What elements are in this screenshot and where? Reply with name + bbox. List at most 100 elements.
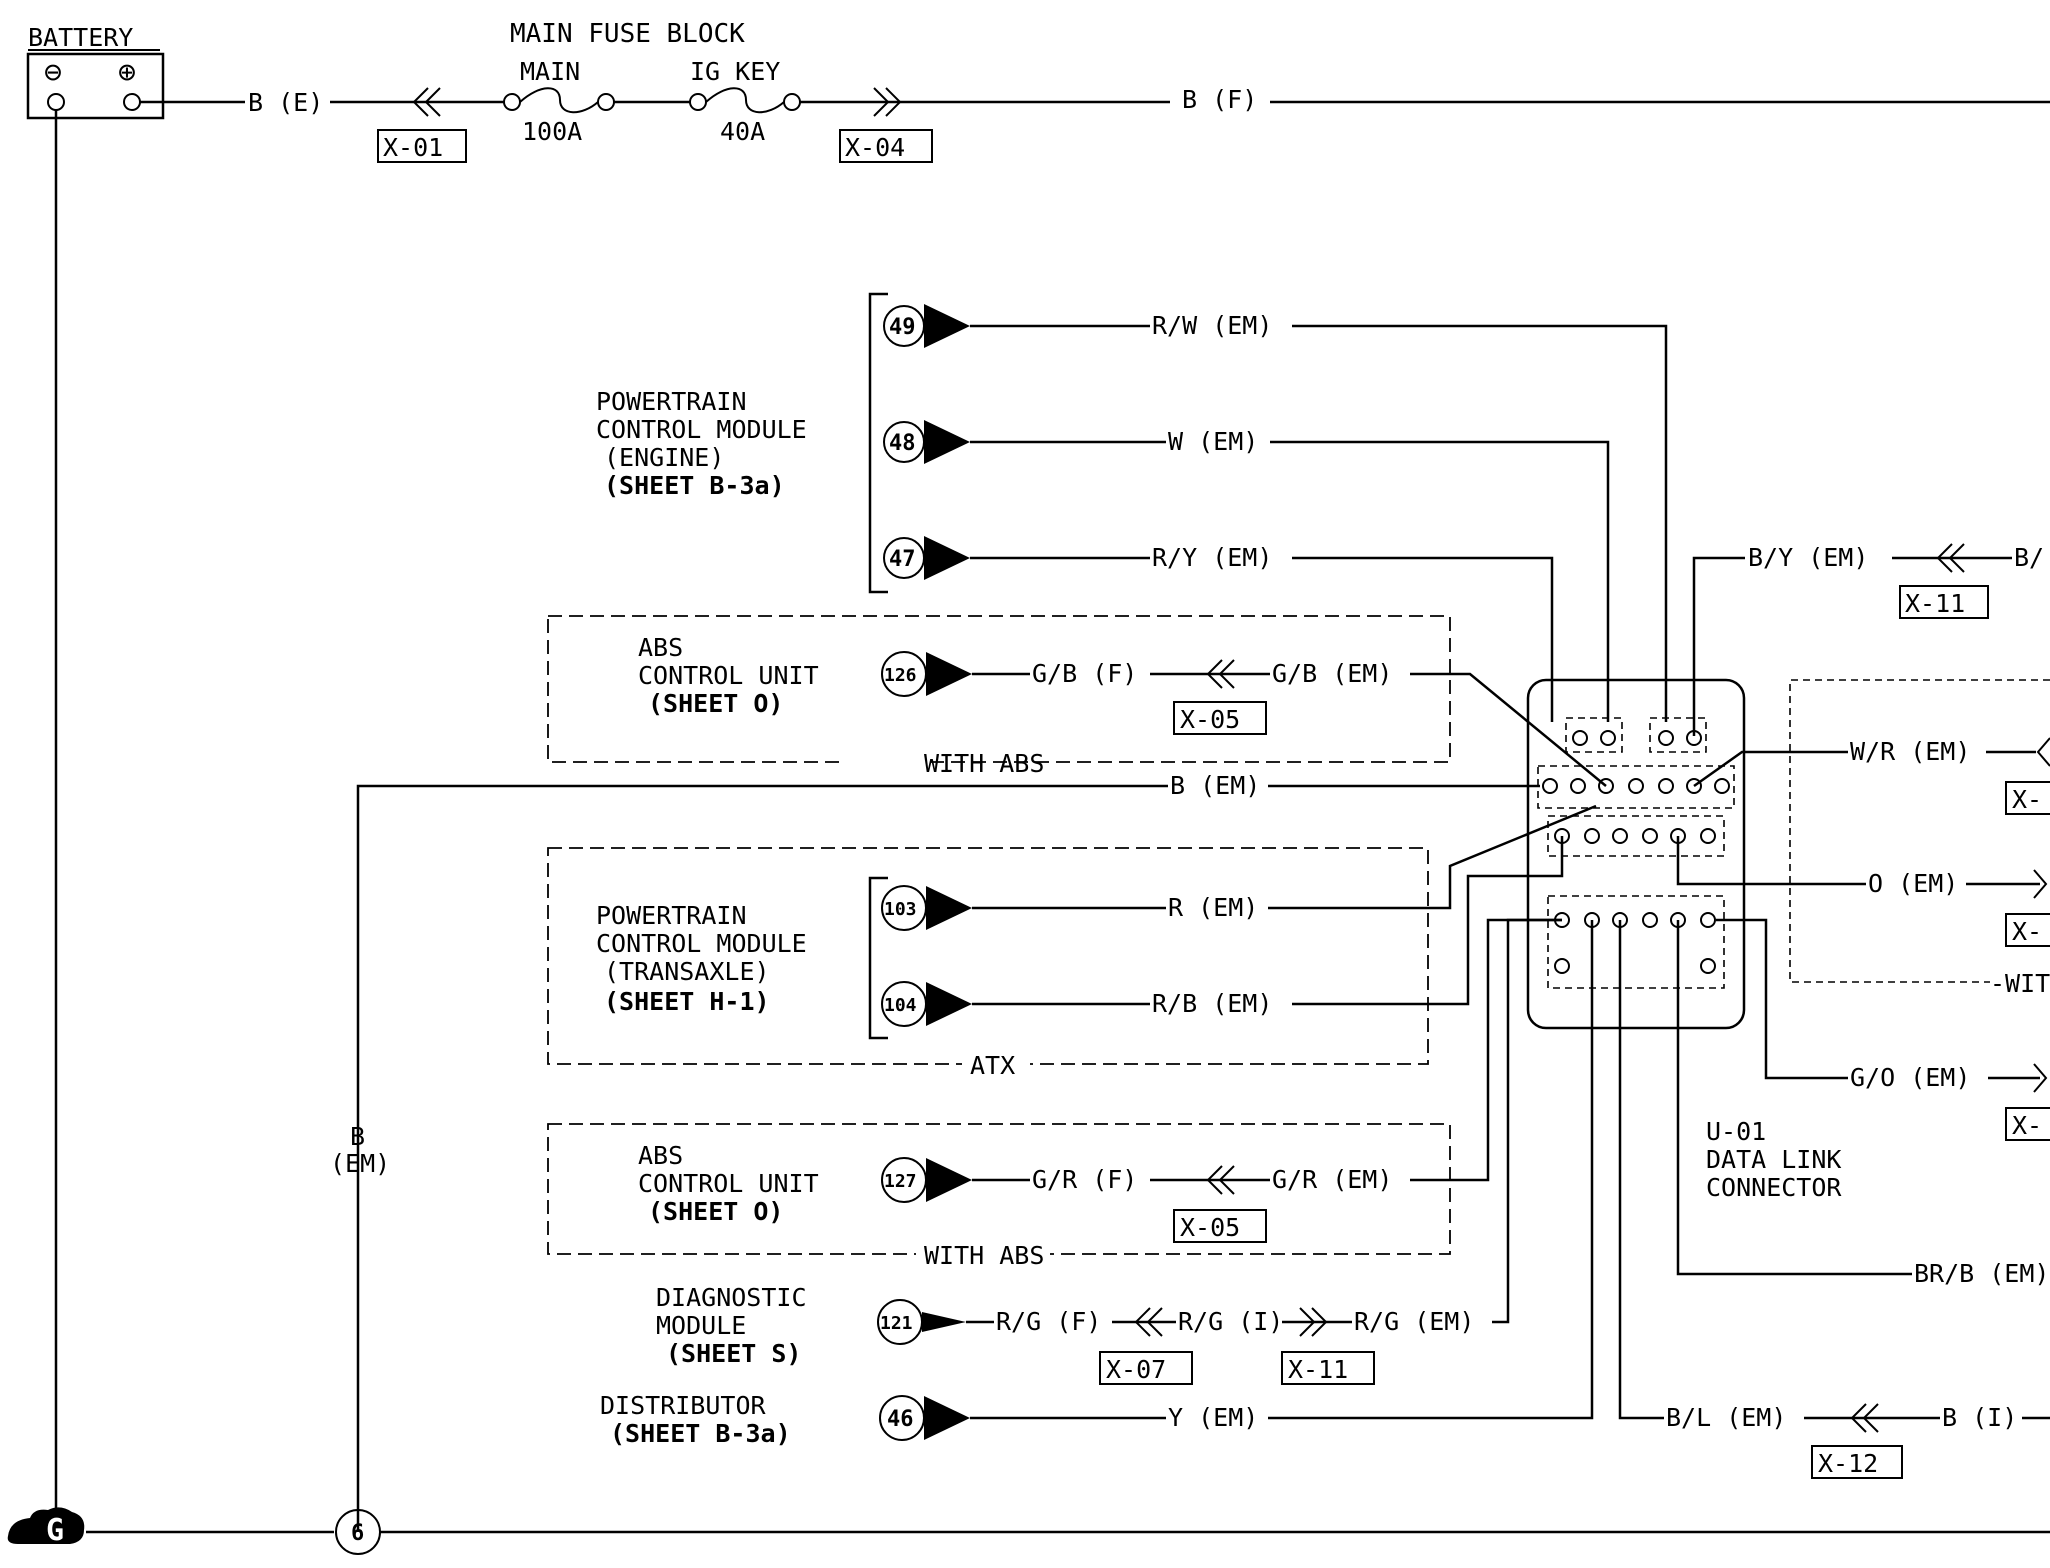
connector-xr1-label: X- xyxy=(2012,785,2042,814)
pin-127: 127 xyxy=(881,1157,972,1203)
fuse-main-icon xyxy=(519,87,599,114)
ground-g: G xyxy=(7,1507,85,1548)
wire-label-rg-f: R/G (F) xyxy=(996,1307,1101,1336)
distributor: DISTRIBUTOR (SHEET B-3a) xyxy=(600,1391,791,1448)
svg-text:104: 104 xyxy=(884,995,917,1016)
abs1-tag: WITH ABS xyxy=(924,749,1044,778)
right-option-box xyxy=(1789,679,2050,983)
connector-x12-label: X-12 xyxy=(1818,1449,1878,1478)
wire-label-gb-f: G/B (F) xyxy=(1032,659,1137,688)
connector-x04-label: X-04 xyxy=(845,133,905,162)
svg-text:POWERTRAIN: POWERTRAIN xyxy=(596,901,747,930)
pin-103-arrow-icon xyxy=(926,886,972,930)
svg-text:127: 127 xyxy=(884,1171,917,1192)
pin-126: 126 xyxy=(881,651,972,697)
wire-label-vert-em: (EM) xyxy=(330,1149,390,1178)
pcm-transaxle: POWERTRAIN CONTROL MODULE (TRANSAXLE) (S… xyxy=(547,847,1429,1080)
wire-label-rb-em: R/B (EM) xyxy=(1152,989,1272,1018)
wire-label-b-em: B (EM) xyxy=(1170,771,1260,800)
svg-text:(SHEET O): (SHEET O) xyxy=(648,689,783,718)
wire-label-y-em: Y (EM) xyxy=(1168,1403,1258,1432)
svg-text:CONTROL MODULE: CONTROL MODULE xyxy=(596,415,807,444)
wire-label-brb-em: BR/B (EM) xyxy=(1914,1259,2049,1288)
connector-xr2-label: X- xyxy=(2012,917,2042,946)
battery-minus-icon: ⊖ xyxy=(44,55,62,90)
wire-label-rg-i: R/G (I) xyxy=(1178,1307,1283,1336)
svg-text:CONNECTOR: CONNECTOR xyxy=(1706,1173,1842,1202)
pin-47-arrow-icon xyxy=(924,536,970,580)
pin-48-arrow-icon xyxy=(924,420,970,464)
connector-xr3-label: X- xyxy=(2012,1111,2042,1140)
wire-label-gr-em: G/R (EM) xyxy=(1272,1165,1392,1194)
svg-text:U-01: U-01 xyxy=(1706,1117,1766,1146)
pin-49-arrow-icon xyxy=(924,304,970,348)
ground-symbol: G xyxy=(46,1513,64,1548)
svg-text:CONTROL MODULE: CONTROL MODULE xyxy=(596,929,807,958)
fuse-ig-icon xyxy=(705,87,785,114)
pcm-engine: POWERTRAIN CONTROL MODULE (ENGINE) (SHEE… xyxy=(596,292,888,594)
pin-104: 104 xyxy=(881,981,972,1027)
wire-label-wr: W/R (EM) xyxy=(1850,737,1970,766)
svg-text:CONTROL UNIT: CONTROL UNIT xyxy=(638,661,819,690)
svg-text:ABS: ABS xyxy=(638,633,683,662)
connector-x11b-label: X-11 xyxy=(1288,1355,1348,1384)
wire-label-rg-em: R/G (EM) xyxy=(1354,1307,1474,1336)
wire-label-b-e: B (E) xyxy=(248,88,323,117)
svg-text:(SHEET S): (SHEET S) xyxy=(666,1339,801,1368)
wire-label-b-f: B (F) xyxy=(1182,85,1257,114)
connector-x11a-label: X-11 xyxy=(1905,589,1965,618)
svg-text:126: 126 xyxy=(884,665,917,686)
pin-48: 48 xyxy=(883,420,970,464)
connector-x07-icon xyxy=(1134,1307,1163,1337)
wire-label-rw: R/W (EM) xyxy=(1152,311,1272,340)
wire-label-gr-f: G/R (F) xyxy=(1032,1165,1137,1194)
connector-x11b-icon xyxy=(1299,1307,1328,1337)
abs2-tag: WITH ABS xyxy=(924,1241,1044,1270)
svg-text:CONTROL UNIT: CONTROL UNIT xyxy=(638,1169,819,1198)
fuse-block-title: MAIN FUSE BLOCK xyxy=(510,19,745,49)
svg-text:(ENGINE): (ENGINE) xyxy=(604,443,724,472)
wire-label-by: B/Y (EM) xyxy=(1748,543,1868,572)
diagnostic-module: DIAGNOSTIC MODULE (SHEET S) xyxy=(656,1283,807,1368)
battery: BATTERY ⊖ ⊕ xyxy=(26,23,165,120)
svg-text:46: 46 xyxy=(887,1407,914,1432)
wire-label-go-em: G/O (EM) xyxy=(1850,1063,1970,1092)
connector-x05b-label: X-05 xyxy=(1180,1213,1240,1242)
svg-text:DIAGNOSTIC: DIAGNOSTIC xyxy=(656,1283,807,1312)
svg-text:47: 47 xyxy=(889,547,916,572)
svg-text:49: 49 xyxy=(889,315,916,340)
connector-x07-label: X-07 xyxy=(1106,1355,1166,1384)
pin-127-arrow-icon xyxy=(926,1158,972,1202)
svg-text:(SHEET O): (SHEET O) xyxy=(648,1197,783,1226)
svg-text:48: 48 xyxy=(889,431,916,456)
pin-46-arrow-icon xyxy=(924,1396,970,1440)
pin-104-arrow-icon xyxy=(926,982,972,1026)
svg-text:121: 121 xyxy=(880,1313,913,1334)
right-option-tag: -WIT xyxy=(1990,969,2050,998)
wire-label-ry: R/Y (EM) xyxy=(1152,543,1272,572)
wire-label-o-em: O (EM) xyxy=(1868,869,1958,898)
connector-x11-icon xyxy=(1936,543,1965,573)
connector-x01-icon xyxy=(412,87,441,117)
connector-x05a-label: X-05 xyxy=(1180,705,1240,734)
svg-text:DATA LINK: DATA LINK xyxy=(1706,1145,1841,1174)
svg-text:MODULE: MODULE xyxy=(656,1311,746,1340)
pin-121-arrow-icon xyxy=(922,1312,966,1332)
wire-label-b-i: B (I) xyxy=(1942,1403,2017,1432)
svg-text:103: 103 xyxy=(884,899,917,920)
svg-text:(TRANSAXLE): (TRANSAXLE) xyxy=(604,957,770,986)
connector-x05b-icon xyxy=(1206,1165,1235,1195)
data-link-connector: U-01 DATA LINK CONNECTOR xyxy=(1526,678,1842,1202)
wire-label-bl-em: B/L (EM) xyxy=(1666,1403,1786,1432)
fuse-ig-rating: 40A xyxy=(720,117,765,146)
abs-control-unit-2: ABS CONTROL UNIT (SHEET O) WITH ABS xyxy=(547,1123,1451,1270)
svg-text:(SHEET B-3a): (SHEET B-3a) xyxy=(610,1419,791,1448)
svg-text:(SHEET H-1): (SHEET H-1) xyxy=(604,987,770,1016)
wire-label-r-em: R (EM) xyxy=(1168,893,1258,922)
pin-49: 49 xyxy=(883,304,970,348)
fuse-main-rating: 100A xyxy=(522,117,582,146)
main-fuse-block: MAIN FUSE BLOCK MAIN 100A IG KEY 40A xyxy=(503,19,801,146)
pin-121: 121 xyxy=(877,1299,966,1345)
svg-text:(SHEET B-3a): (SHEET B-3a) xyxy=(604,471,785,500)
fuse-main-label: MAIN xyxy=(520,57,580,86)
